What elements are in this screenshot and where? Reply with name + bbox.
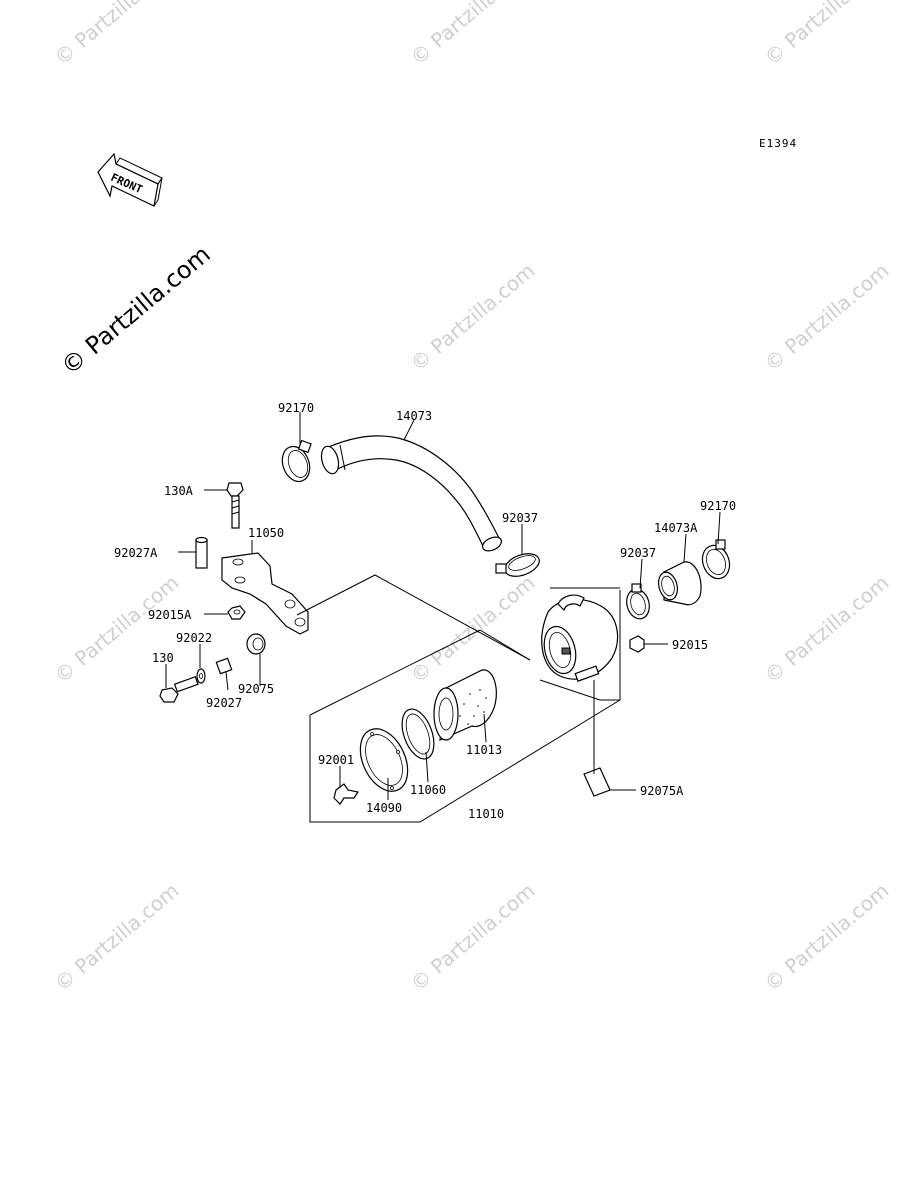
part-label[interactable]: 92170 [278, 401, 314, 415]
watermark: © Partzilla.com [406, 878, 540, 996]
hose-14073A [657, 561, 702, 606]
watermark: © Partzilla.com [760, 258, 894, 376]
part-label[interactable]: 92015 [672, 638, 708, 652]
part-label[interactable]: 14090 [366, 801, 402, 815]
part-label[interactable]: 130 [152, 651, 174, 665]
nut-92015A [227, 605, 246, 620]
hose-clamp-92170-left [281, 439, 312, 483]
cover-14090 [359, 728, 409, 792]
watermark-main: © Partzilla.com [56, 240, 216, 380]
part-label[interactable]: 92015A [148, 608, 192, 622]
part-label[interactable]: 14073A [654, 521, 698, 535]
part-label[interactable]: 92075 [238, 682, 274, 696]
watermark: © Partzilla.com [760, 0, 894, 70]
part-label[interactable]: 11050 [248, 526, 284, 540]
watermark: © Partzilla.com [406, 258, 540, 376]
front-arrow-icon: FRONT [97, 152, 163, 207]
watermark: © Partzilla.com [760, 878, 894, 996]
part-label[interactable]: 92001 [318, 753, 354, 767]
watermark: © Partzilla.com [50, 878, 184, 996]
watermark: © Partzilla.com [760, 570, 894, 688]
watermark: © Partzilla.com [406, 0, 540, 70]
part-label[interactable]: 14073 [396, 409, 432, 423]
part-label[interactable]: 92037 [620, 546, 656, 560]
washer-92022 [196, 668, 206, 684]
hose-clamp-92037-right [626, 583, 650, 620]
part-label[interactable]: 11010 [468, 807, 504, 821]
hose-clamp-92170-right [701, 539, 731, 580]
bolt-130A [226, 482, 244, 529]
bolt-130 [159, 675, 199, 703]
watermark: © Partzilla.com [50, 0, 184, 70]
bracket-11050 [221, 552, 309, 635]
part-label[interactable]: 92170 [700, 499, 736, 513]
hose-clamp-92037-mid [495, 553, 540, 577]
assembly-outline-11010 [296, 574, 621, 823]
part-label[interactable]: 92022 [176, 631, 212, 645]
collar-92027A [195, 536, 208, 569]
collar-92027 [215, 657, 233, 675]
air-hose-14073 [320, 435, 503, 552]
grommet-92075 [246, 633, 266, 655]
nut-92015 [629, 635, 645, 653]
part-label[interactable]: 92027 [206, 696, 242, 710]
part-label[interactable]: 11060 [410, 783, 446, 797]
part-label[interactable]: 92027A [114, 546, 158, 560]
air-cleaner-case [541, 594, 619, 682]
part-label[interactable]: 92075A [640, 784, 684, 798]
wing-nut-92001 [333, 783, 359, 805]
part-label[interactable]: 92037 [502, 511, 538, 525]
watermark: © Partzilla.com [50, 570, 184, 688]
part-label[interactable]: 130A [164, 484, 194, 498]
gasket-11060 [401, 708, 435, 760]
air-filter-11013 [433, 669, 497, 741]
part-labels: 92170 14073 130A 11050 92027A 92015A 920… [114, 401, 736, 821]
sticker-92075A [583, 680, 611, 797]
part-label[interactable]: 11013 [466, 743, 502, 757]
leader-lines [165, 412, 721, 800]
diagram-id: E1394 [759, 137, 797, 150]
